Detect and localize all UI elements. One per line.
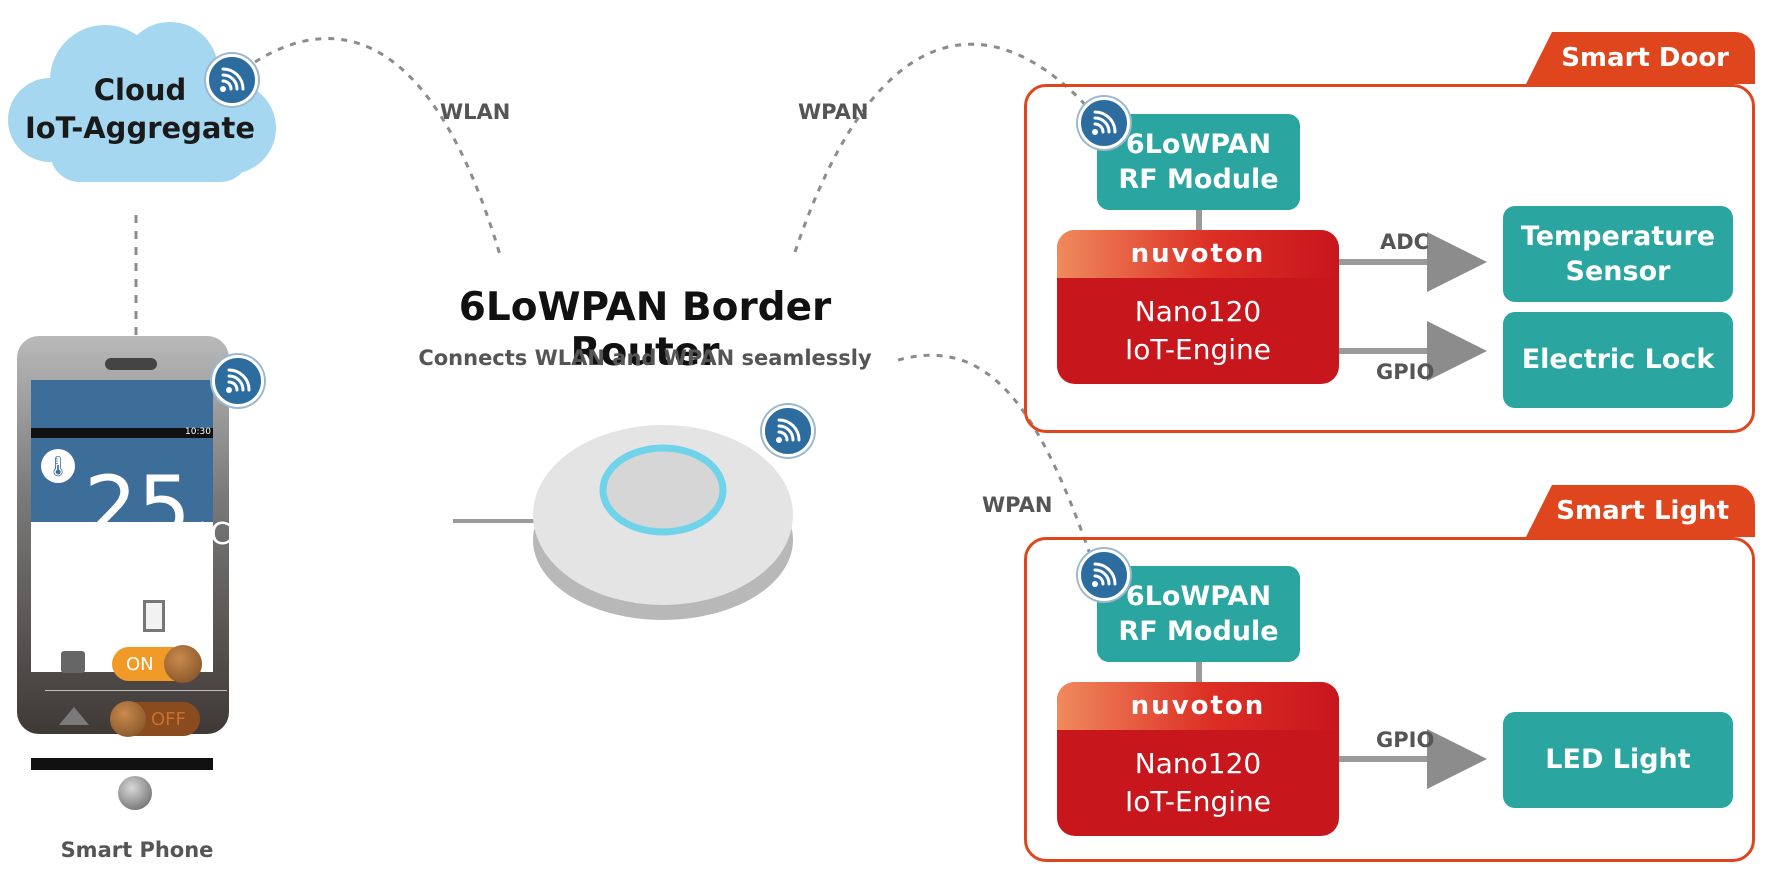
wlan-label: WLAN <box>440 100 511 124</box>
door-gpio-label: GPIO <box>1376 360 1435 384</box>
phone-speaker <box>105 358 157 370</box>
wpan-bottom-label: WPAN <box>982 493 1053 517</box>
wifi-dot <box>220 86 226 92</box>
wpan-top-link <box>793 42 1092 253</box>
wifi-arc <box>227 368 251 392</box>
wifi-icon <box>206 54 258 106</box>
wifi-arc <box>221 79 233 91</box>
temperature-sensor: Temperature Sensor <box>1503 206 1733 302</box>
router-subtitle: Connects WLAN and WPAN seamlessly <box>418 346 872 370</box>
wifi-dot <box>776 437 782 443</box>
wifi-arc <box>1093 574 1105 586</box>
wifi-dot <box>1092 581 1098 587</box>
smart-door-frame <box>1024 84 1755 433</box>
wifi-glyph <box>1092 562 1117 587</box>
wifi-arc <box>777 430 789 442</box>
door-engine-name: Nano120 IoT-Engine <box>1125 295 1271 366</box>
wifi-glyph <box>776 418 801 443</box>
lock-toggle-label: ON <box>126 654 154 675</box>
wifi-glyph <box>1092 110 1117 135</box>
wifi-icon <box>1078 97 1130 149</box>
wifi-arc <box>227 374 245 392</box>
nuvoton-logo: nuvoTon <box>1057 682 1339 730</box>
cloud-label: Cloud IoT-Aggregate <box>24 73 256 145</box>
router-device <box>453 425 793 620</box>
wifi-arc <box>1093 562 1117 586</box>
wifi-arc <box>1093 122 1105 134</box>
thermometer-icon: 🌡 <box>41 449 75 483</box>
wifi-dot <box>226 387 232 393</box>
smart-light-frame <box>1024 537 1755 862</box>
smart-light-title: Smart Light <box>1526 485 1755 537</box>
wifi-arc <box>221 73 239 91</box>
light-nano120-engine: nuvoTon Nano120 IoT-Engine <box>1057 682 1339 836</box>
phone-navbar <box>31 758 213 770</box>
wifi-icon <box>762 405 814 457</box>
door-rf-module: 6LoWPAN RF Module <box>1097 114 1300 210</box>
wifi-arc <box>777 418 801 442</box>
padlock-icon <box>61 651 85 673</box>
lock-toggle-knob <box>164 645 202 683</box>
light-gpio-label: GPIO <box>1376 728 1435 752</box>
wifi-dot <box>1092 129 1098 135</box>
divider <box>45 690 227 691</box>
led-light: LED Light <box>1503 712 1733 808</box>
light-toggle-label: OFF <box>151 709 186 730</box>
light-rf-module: 6LoWPAN RF Module <box>1097 566 1300 662</box>
status-time: 10:30 <box>185 427 211 437</box>
adc-label: ADC <box>1380 230 1430 254</box>
router-title: 6LoWPAN Border Router <box>458 285 832 375</box>
wifi-icon <box>212 355 264 407</box>
status-bar <box>31 428 213 438</box>
door-nano120-engine: nuvoTon Nano120 IoT-Engine <box>1057 230 1339 384</box>
wifi-arc <box>221 67 245 91</box>
wlan-link <box>254 37 502 256</box>
wpan-bottom-link <box>897 353 1094 561</box>
lamp-icon <box>59 707 89 725</box>
wifi-arc <box>777 424 795 442</box>
phone-label: Smart Phone <box>60 838 214 862</box>
wpan-top-label: WPAN <box>798 100 869 124</box>
home-button[interactable] <box>118 776 152 810</box>
wifi-icon <box>1078 549 1130 601</box>
door-icon <box>143 600 165 632</box>
light-toggle-knob <box>110 701 146 737</box>
electric-lock: Electric Lock <box>1503 312 1733 408</box>
wifi-arc <box>1093 116 1111 134</box>
wifi-glyph <box>226 368 251 393</box>
light-engine-name: Nano120 IoT-Engine <box>1125 747 1271 818</box>
wifi-glyph <box>220 67 245 92</box>
smart-door-title: Smart Door <box>1526 32 1755 84</box>
wifi-arc <box>227 380 239 392</box>
nuvoton-logo: nuvoTon <box>1057 230 1339 278</box>
cloud-icon <box>8 22 276 182</box>
wifi-arc <box>1093 568 1111 586</box>
wifi-arc <box>1093 110 1117 134</box>
